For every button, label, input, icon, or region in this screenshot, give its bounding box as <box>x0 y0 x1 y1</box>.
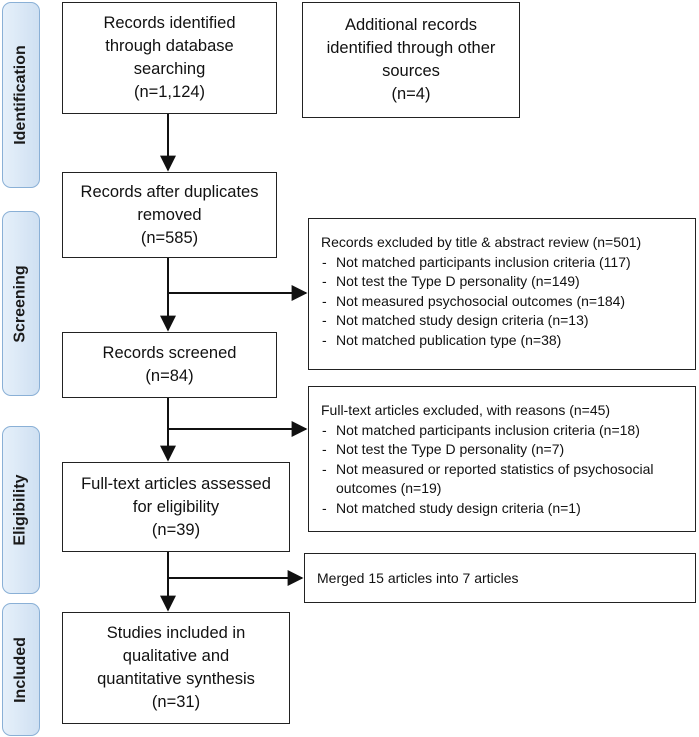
box-line: Full-text articles assessed <box>81 474 271 493</box>
excluded-title-abstract-box: Records excluded by title & abstract rev… <box>308 218 696 370</box>
merged-articles-box: Merged 15 articles into 7 articles <box>304 553 696 603</box>
box-line: Studies included in <box>106 624 246 642</box>
exclusion-reason: Not matched study design criteria (n=1) <box>321 499 685 519</box>
phase-identification: Identification <box>2 2 40 188</box>
database-records-box: Records identified through database sear… <box>62 2 277 114</box>
exclusion-reason: Not matched participants inclusion crite… <box>321 253 685 273</box>
box-line: removed <box>137 205 202 224</box>
phase-screening: Screening <box>2 211 40 396</box>
box-line: qualitative and <box>122 647 230 665</box>
other-records-box: Additional records identified through ot… <box>302 2 520 118</box>
exclusion-reason: Not test the Type D personality (n=7) <box>321 440 685 460</box>
box-line: quantitative synthesis <box>97 670 255 688</box>
phase-eligibility: Eligibility <box>2 426 40 594</box>
merged-articles-note: Merged 15 articles into 7 articles <box>317 570 519 586</box>
box-line: Records after duplicates <box>80 182 259 201</box>
box-line: through database <box>105 37 234 55</box>
box-count: (n=31) <box>151 693 201 711</box>
fulltext-assessed-box: Full-text articles assessed for eligibil… <box>62 462 290 552</box>
phase-included: Included <box>2 603 40 736</box>
exclusion-reason: Not test the Type D personality (n=149) <box>321 272 685 292</box>
studies-included-box: Studies included in qualitative and quan… <box>62 612 290 724</box>
box-count: (n=585) <box>140 228 199 247</box>
excluded-fulltext-reasons: Not matched participants inclusion crite… <box>321 421 685 519</box>
exclusion-reason: Not matched study design criteria (n=13) <box>321 311 685 331</box>
exclusion-reason: Not matched publication type (n=38) <box>321 331 685 351</box>
exclusion-reason: Not measured psychosocial outcomes (n=18… <box>321 292 685 312</box>
excluded-title-abstract-reasons: Not matched participants inclusion crite… <box>321 253 685 351</box>
excluded-fulltext-box: Full-text articles excluded, with reason… <box>308 386 696 532</box>
box-line: Records screened <box>102 344 237 362</box>
box-count: (n=39) <box>151 520 201 539</box>
box-line: searching <box>133 60 206 78</box>
excluded-title-abstract-heading: Records excluded by title & abstract rev… <box>321 234 642 250</box>
box-count: (n=84) <box>145 367 194 385</box>
box-line: Additional records <box>344 16 478 34</box>
box-count: (n=1,124) <box>133 83 206 101</box>
box-line: for eligibility <box>132 497 220 516</box>
excluded-fulltext-heading: Full-text articles excluded, with reason… <box>321 402 611 418</box>
box-line: sources <box>382 62 440 80</box>
records-screened-box: Records screened (n=84) <box>62 332 277 398</box>
box-line: identified through other <box>326 39 496 57</box>
exclusion-reason: Not measured or reported statistics of p… <box>321 460 685 499</box>
box-count: (n=4) <box>391 85 431 103</box>
exclusion-reason: Not matched participants inclusion crite… <box>321 421 685 441</box>
box-line: Records identified <box>103 14 236 32</box>
after-duplicates-box: Records after duplicates removed (n=585) <box>62 172 277 258</box>
